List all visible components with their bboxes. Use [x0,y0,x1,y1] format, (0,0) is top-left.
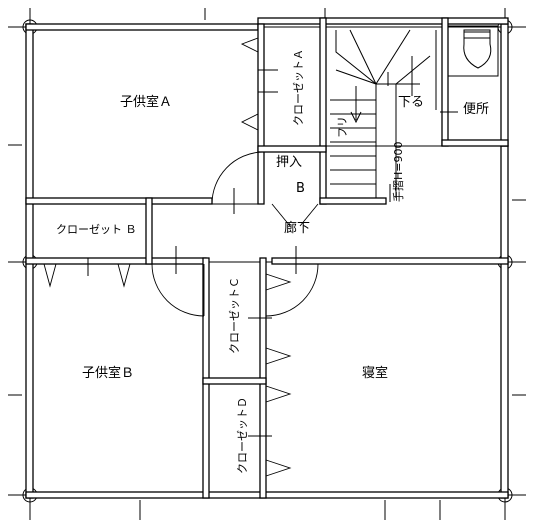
room-label-oshiire: 押入 [276,155,302,170]
room-label-hallway: 廊下 [284,220,310,236]
staircase [325,23,443,198]
door-swings [151,151,319,317]
handrail-label: 手摺H=900 [391,142,405,202]
closet-label-d: クローゼットＤ [236,397,249,474]
stair-label-down: 下る [398,95,424,110]
room-label-child-b: 子供室Ｂ [82,365,134,381]
closet-label-c: クローゼットＣ [228,277,241,354]
room-label-oshiire-b: B [296,181,305,196]
room-label-bedroom: 寝室 [362,365,388,381]
room-label-child-a: 子供室Ａ [120,94,172,110]
toilet-fixture [447,25,499,77]
light-switches [175,72,458,274]
closet-label-b: クローゼット Ｂ [56,223,137,236]
closet-doors [43,37,292,477]
room-label-toilet: 便所 [463,102,489,117]
closet-label-a: クローゼットＡ [292,49,305,126]
walls [25,17,509,499]
stair-label-up: フリ [336,116,349,138]
